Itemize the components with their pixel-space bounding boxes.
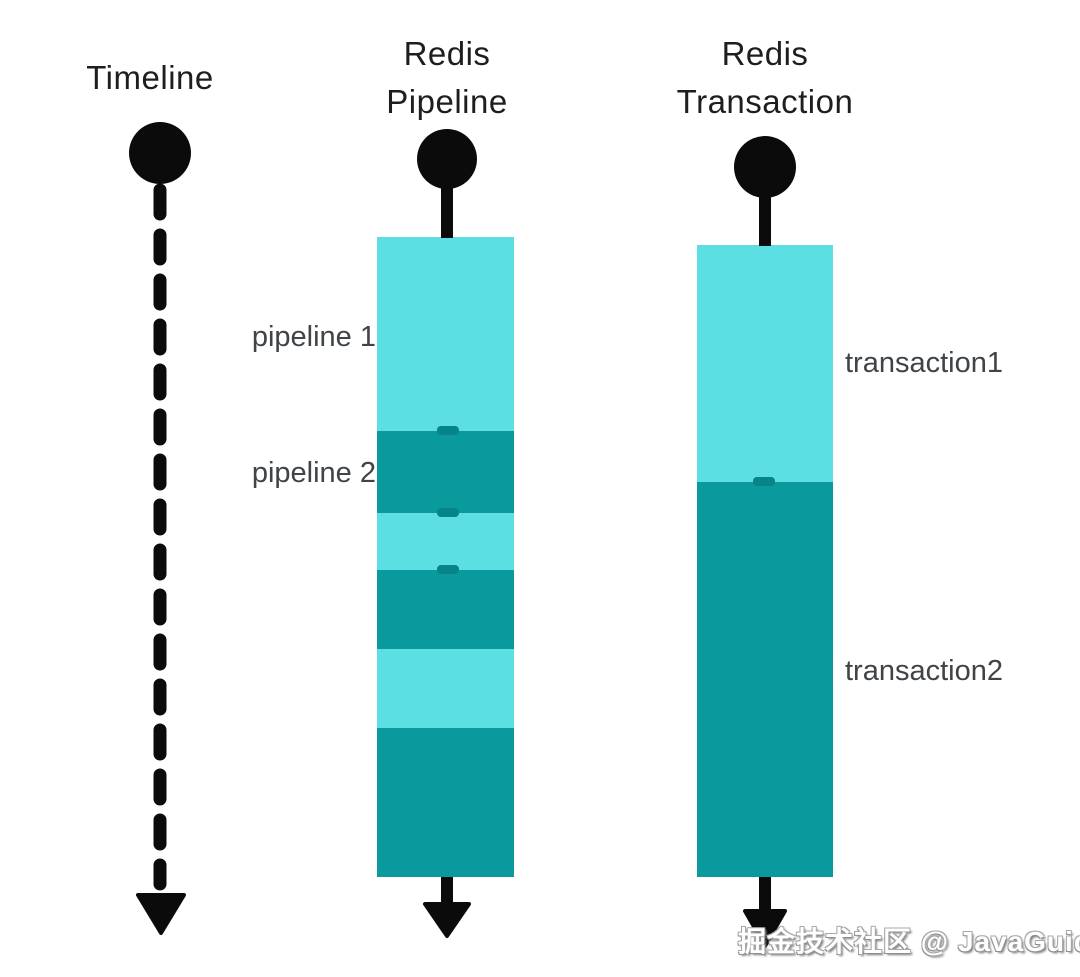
watermark: 掘金技术社区 @ JavaGuide: [738, 926, 1080, 957]
pipeline-boundary-notch: [437, 508, 459, 517]
pipeline-title-line2: Pipeline: [386, 83, 508, 120]
pipeline-boundary-notch: [437, 565, 459, 574]
transaction-segment-1: [697, 245, 833, 482]
pipeline-segment-6: [377, 728, 514, 877]
pipeline-segment-5: [377, 649, 514, 728]
transaction-boundary-notch: [753, 477, 775, 486]
pipeline1-label: pipeline 1: [251, 321, 376, 353]
pipeline-boundary-notch: [437, 426, 459, 435]
pipeline-bar: [377, 237, 514, 877]
timeline-title: Timeline: [50, 54, 250, 102]
transaction-segment-2: [697, 482, 833, 877]
pipeline-stem: [441, 185, 453, 238]
transaction-bottom-stem: [759, 877, 771, 913]
transaction-title-line2: Transaction: [676, 83, 854, 120]
pipeline-arrowhead-icon: [423, 902, 471, 938]
timeline-start-dot-icon: [129, 122, 191, 184]
pipeline-segment-1: [377, 237, 514, 431]
pipeline-title-line1: Redis: [403, 35, 491, 72]
transaction-bar: [697, 245, 833, 877]
timeline-arrowhead-icon: [136, 893, 186, 935]
pipeline2-label: pipeline 2: [251, 457, 376, 489]
pipeline-title: Redis Pipeline: [347, 30, 547, 126]
transaction-title: Redis Transaction: [640, 30, 890, 126]
timeline-title-text: Timeline: [86, 59, 214, 96]
pipeline-start-dot-icon: [417, 129, 477, 189]
transaction-start-dot-icon: [734, 136, 796, 198]
pipeline-segment-3: [377, 513, 514, 570]
pipeline-segment-4: [377, 570, 514, 649]
transaction1-label: transaction1: [845, 347, 1003, 379]
transaction-title-line1: Redis: [721, 35, 809, 72]
pipeline-bottom-stem: [441, 877, 453, 907]
transaction2-label: transaction2: [845, 655, 1003, 687]
pipeline-segment-2: [377, 431, 514, 513]
transaction-stem: [759, 195, 771, 246]
